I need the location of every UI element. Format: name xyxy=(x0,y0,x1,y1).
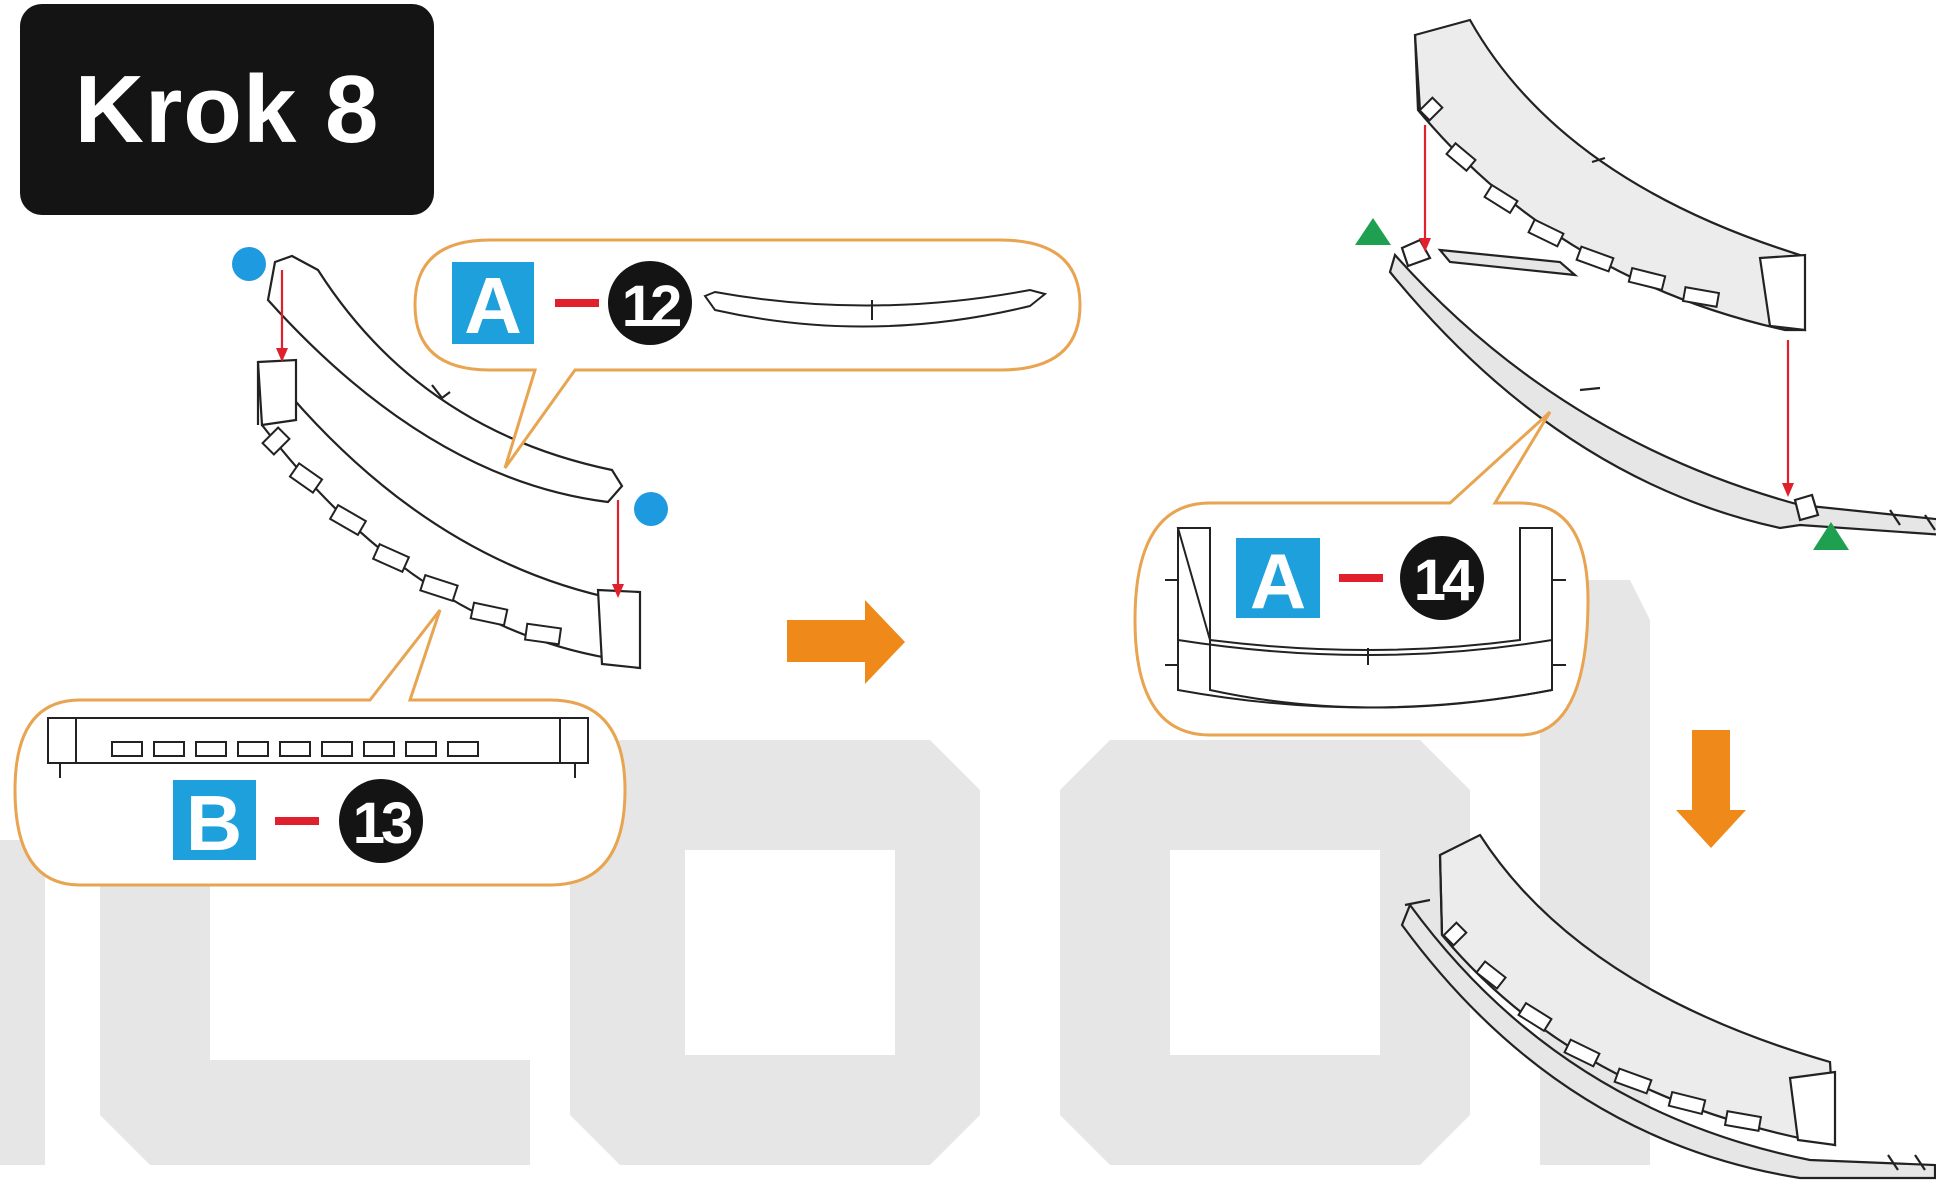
result-assembly-illustration xyxy=(1400,833,1936,1180)
dash xyxy=(1339,574,1383,582)
part-number: 12 xyxy=(622,274,680,339)
part-14-assembly-illustration xyxy=(1388,18,1936,536)
sheet-label-box xyxy=(1236,538,1320,618)
part-12-illustration xyxy=(266,254,624,504)
part-number-badge xyxy=(608,261,692,345)
sheet-label: A xyxy=(1250,537,1306,625)
step-title: Krok 8 xyxy=(74,55,380,163)
dash xyxy=(555,299,599,307)
blue-marker-icon xyxy=(232,247,266,281)
sheet-label-box xyxy=(173,780,256,860)
callout-part-13: B 13 xyxy=(13,609,627,887)
part-13-illustration xyxy=(256,358,642,670)
arrow-right-icon xyxy=(787,600,905,684)
sheet-label: B xyxy=(186,779,242,867)
guide-arrows-right xyxy=(1419,125,1794,497)
dash xyxy=(275,817,319,825)
sheet-label-box xyxy=(452,262,534,344)
part-number-badge xyxy=(1400,536,1484,620)
blue-marker-icon xyxy=(634,492,668,526)
part-number-badge xyxy=(339,779,423,863)
sheet-label: A xyxy=(464,261,522,350)
green-marker-icon xyxy=(1355,218,1391,245)
step-title-badge: Krok 8 xyxy=(20,4,434,215)
guide-arrows-left xyxy=(276,270,624,598)
arrow-down-icon xyxy=(1676,730,1746,848)
part-number: 14 xyxy=(1414,548,1474,613)
callout-part-14: A 14 xyxy=(1133,410,1590,737)
callout-part-12: A 12 xyxy=(413,238,1082,469)
part-number: 13 xyxy=(353,791,412,856)
green-marker-icon xyxy=(1813,522,1849,550)
